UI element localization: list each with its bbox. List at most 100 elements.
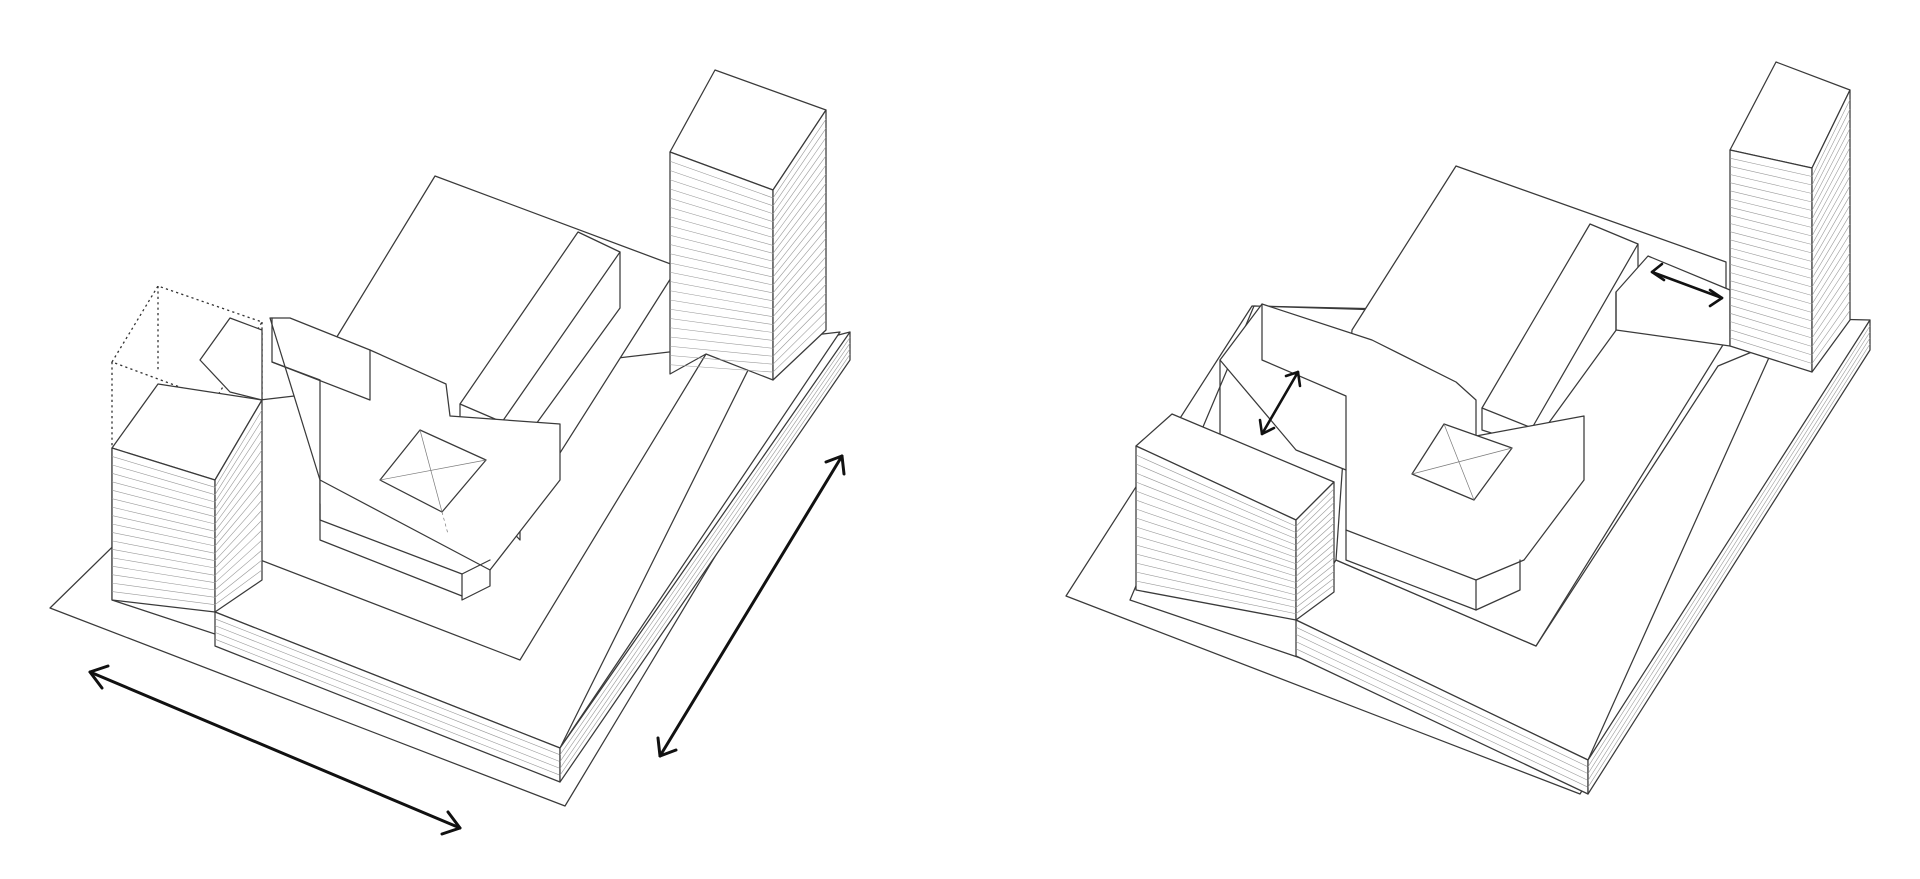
floor-line: [111, 456, 216, 488]
floor-line: [214, 539, 263, 583]
tower-left-tall: [669, 69, 827, 381]
floor-line: [1729, 296, 1813, 322]
floor-line: [1135, 553, 1297, 596]
floor-line: [111, 565, 216, 583]
floor-line: [1729, 166, 1813, 186]
panel-right: [1065, 61, 1871, 795]
floor-line: [669, 179, 774, 215]
floor-line: [1811, 233, 1851, 296]
floor-line: [772, 293, 827, 349]
floor-line: [772, 173, 827, 246]
floor-line: [1295, 536, 1335, 571]
inner-ring-right: [1615, 255, 1731, 347]
floor-line: [669, 234, 774, 262]
floor-line: [1135, 562, 1297, 602]
floor-line: [669, 299, 774, 317]
floor-line: [214, 509, 263, 561]
floor-line: [1587, 325, 1871, 767]
floor-line: [1811, 224, 1851, 288]
floor-line: [772, 283, 827, 341]
floor-line: [1135, 472, 1297, 540]
floor-line: [214, 489, 263, 547]
floor-line: [1729, 255, 1813, 279]
floor-line: [669, 244, 774, 270]
podium-left: [214, 329, 851, 783]
floor-line: [1729, 304, 1813, 330]
arrow-depth-extent: [656, 454, 846, 758]
floor-line: [772, 265, 827, 325]
floor-line: [1295, 584, 1335, 614]
floor-line: [669, 281, 774, 302]
floor-line: [1729, 174, 1813, 194]
floor-line: [772, 192, 827, 262]
floor-line: [111, 489, 216, 517]
floor-line: [1811, 195, 1851, 262]
floor-line: [1135, 526, 1297, 577]
floor-line: [214, 479, 263, 539]
floor-line: [214, 439, 263, 510]
floor-line: [669, 207, 774, 238]
floor-line: [669, 225, 774, 254]
floor-line: [669, 327, 774, 341]
floor-line: [1811, 128, 1851, 203]
floor-line: [772, 146, 827, 222]
floor-line: [1135, 490, 1297, 552]
floor-line: [1135, 454, 1297, 527]
floor-line: [111, 523, 216, 547]
arrow-gap-left: [1258, 370, 1302, 436]
floor-line: [772, 137, 827, 214]
floor-line: [1295, 634, 1589, 774]
floor-line: [772, 210, 827, 278]
floor-line: [1587, 337, 1871, 781]
floor-line: [1295, 529, 1335, 564]
floor-line: [111, 540, 216, 561]
floor-line: [111, 574, 216, 591]
floor-line: [1295, 550, 1335, 583]
floor-line: [772, 164, 827, 238]
floor-line: [1135, 544, 1297, 590]
floor-line: [669, 308, 774, 325]
floor-line: [772, 219, 827, 286]
floor-line: [214, 469, 263, 532]
floor-line: [1135, 535, 1297, 583]
floor-line: [772, 302, 827, 357]
floor-line: [1295, 578, 1335, 608]
floor-line: [111, 557, 216, 576]
floor-line: [772, 201, 827, 270]
floor-line: [111, 464, 216, 495]
floor-line: [111, 532, 216, 554]
floor-line: [1811, 271, 1851, 330]
floor-line: [1135, 481, 1297, 546]
floor-line: [1587, 343, 1871, 788]
floor-line: [772, 274, 827, 333]
floor-line: [1295, 571, 1335, 602]
floor-line: [1811, 99, 1851, 177]
floor-line: [669, 216, 774, 246]
floor-line: [1135, 517, 1297, 571]
floor-line: [1295, 488, 1335, 527]
floor-line: [1729, 280, 1813, 305]
floor-line: [111, 506, 216, 532]
floor-line: [772, 247, 827, 309]
floor-line: [1811, 252, 1851, 313]
floor-line: [214, 409, 263, 488]
floor-line: [669, 160, 774, 199]
tower-right-low: [1135, 413, 1335, 621]
floor-line: [214, 618, 561, 756]
floor-line: [214, 529, 263, 576]
floor-line: [1729, 223, 1813, 245]
floor-line: [669, 345, 774, 357]
floor-line: [1811, 214, 1851, 279]
floor-line: [1811, 137, 1851, 211]
floor-line: [1295, 495, 1335, 533]
floor-line: [1811, 176, 1851, 245]
floor-line: [669, 262, 774, 286]
floor-line: [669, 271, 774, 294]
floor-line: [214, 449, 263, 517]
floor-line: [772, 155, 827, 230]
floor-line: [669, 290, 774, 310]
floor-line: [1811, 166, 1851, 237]
floor-line: [1811, 118, 1851, 194]
floor-line: [1729, 198, 1813, 220]
